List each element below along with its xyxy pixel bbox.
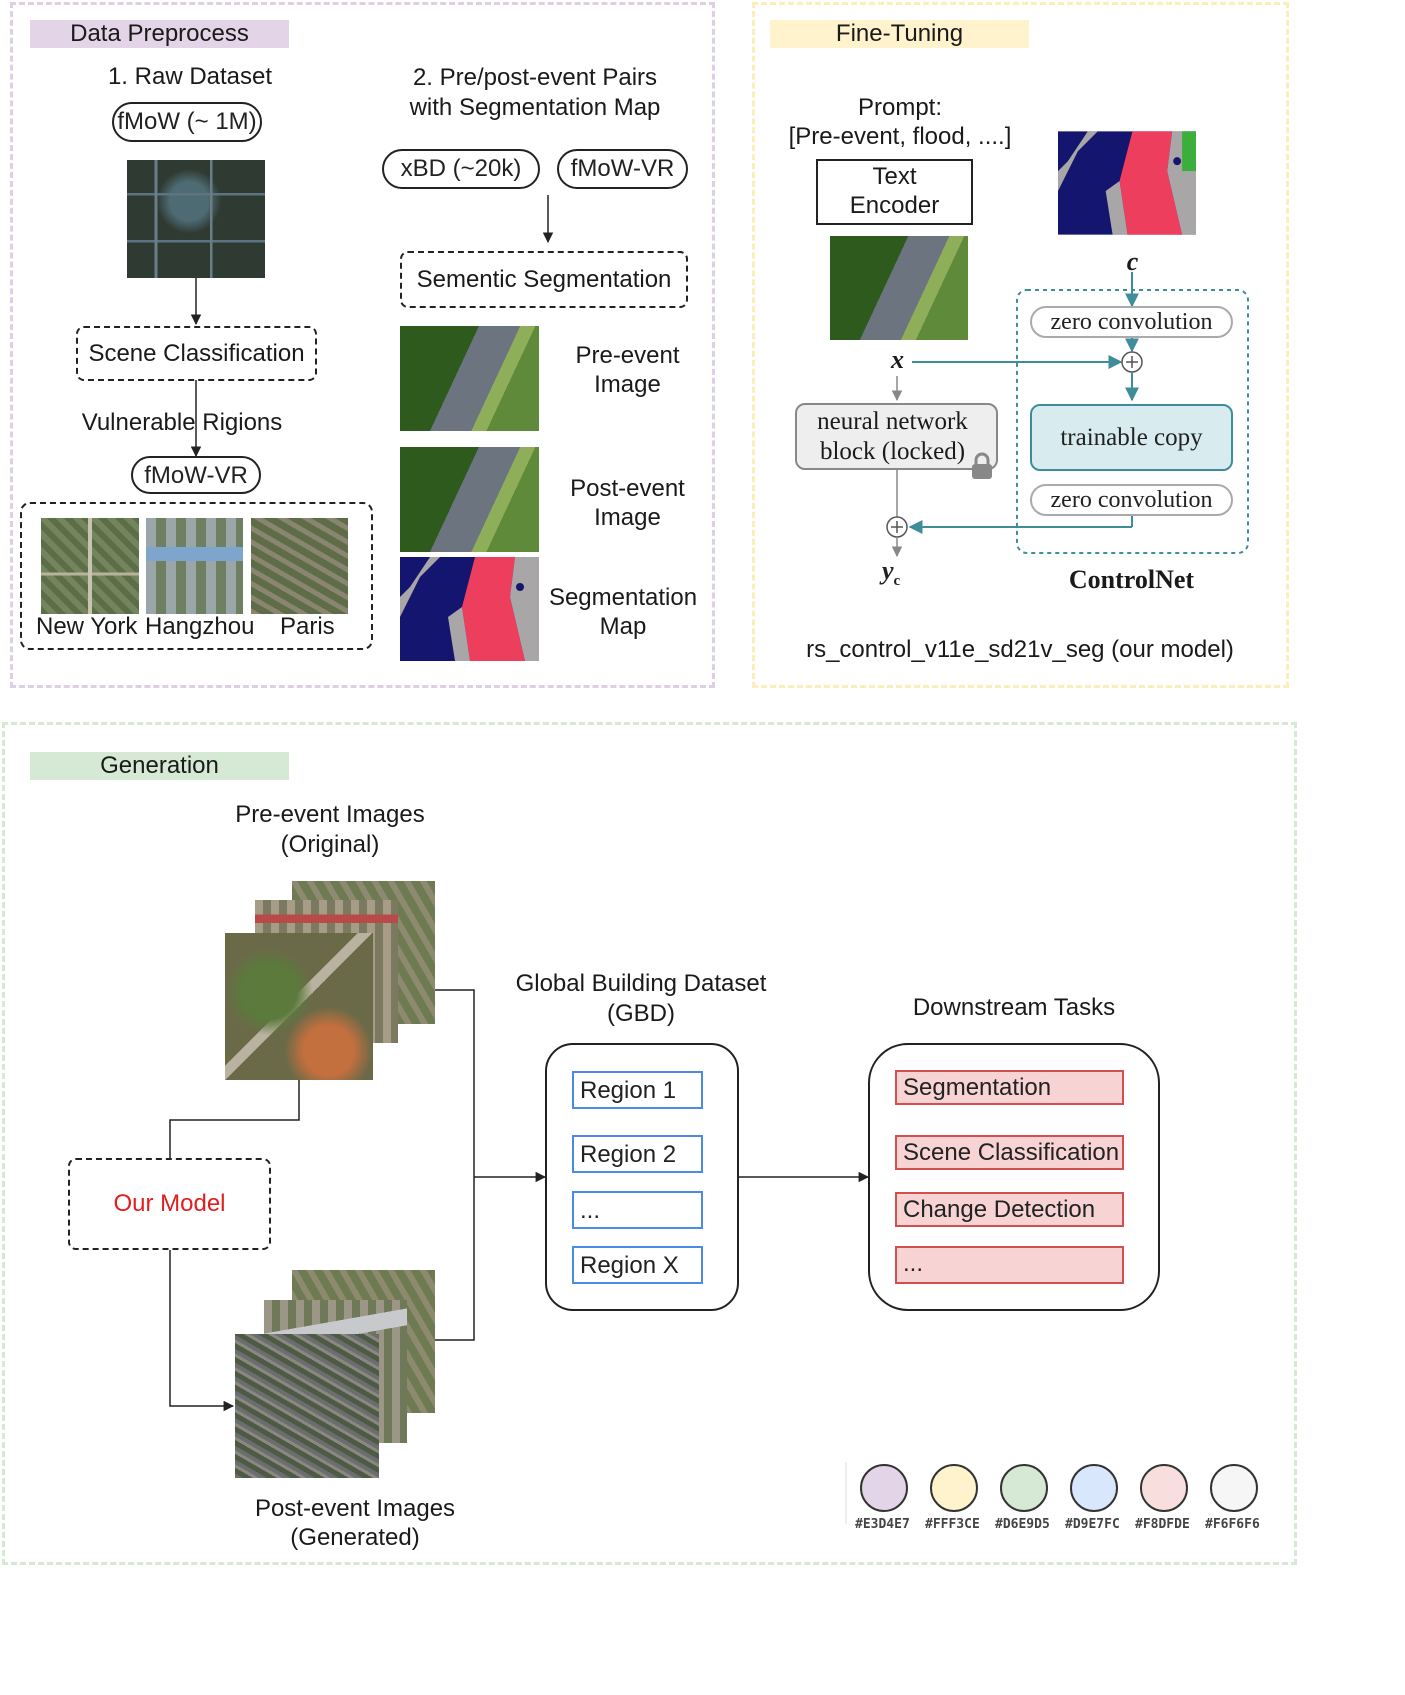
text-encoder-line2: Encoder bbox=[849, 192, 940, 219]
new-york-image bbox=[41, 518, 139, 614]
palette-swatch bbox=[1000, 1464, 1048, 1512]
task-item: Segmentation bbox=[895, 1070, 1124, 1105]
gbd-title-1: Global Building Dataset bbox=[515, 970, 767, 997]
raw-dataset-title: 1. Raw Dataset bbox=[107, 63, 273, 90]
neural-network-block bbox=[795, 403, 998, 470]
palette-swatch bbox=[1070, 1464, 1118, 1512]
palette-swatch bbox=[1210, 1464, 1258, 1512]
hangzhou-image bbox=[146, 518, 243, 614]
trainable-copy-block: trainable copy bbox=[1030, 404, 1233, 471]
semantic-segmentation-label: Sementic Segmentation bbox=[416, 266, 672, 293]
controlnet-label: ControlNet bbox=[1068, 565, 1195, 594]
downstream-tasks-title: Downstream Tasks bbox=[912, 994, 1116, 1021]
downstream-box bbox=[868, 1043, 1160, 1311]
semantic-segmentation-box bbox=[400, 251, 688, 308]
vulnerable-regions-label: Vulnerable Rigions bbox=[81, 409, 283, 436]
model-name-label: rs_control_v11e_sd21v_seg (our model) bbox=[806, 636, 1234, 663]
region-item: ... bbox=[572, 1191, 703, 1229]
preprocess-arrows bbox=[190, 195, 554, 458]
fmow-vr-pill-2: fMoW-VR bbox=[557, 149, 688, 189]
task-item: Scene Classification bbox=[895, 1135, 1124, 1170]
task-item: Change Detection bbox=[895, 1192, 1124, 1227]
region-item: Region 2 bbox=[572, 1135, 703, 1173]
fmow-vr-pill: fMoW-VR bbox=[131, 456, 261, 494]
scene-classification-box bbox=[76, 326, 317, 381]
generation-tag: Generation bbox=[30, 752, 289, 780]
post-event-label-2: Image bbox=[594, 504, 661, 531]
zero-convolution-top: zero convolution bbox=[1030, 306, 1233, 338]
generation-panel bbox=[2, 722, 1297, 1565]
pre-event-stack-front bbox=[225, 933, 373, 1080]
post-event-stack-front bbox=[235, 1334, 379, 1478]
palette-label: #D9E7FC bbox=[1065, 1517, 1120, 1532]
palette-swatch bbox=[860, 1464, 908, 1512]
pre-event-label-2: Image bbox=[594, 371, 661, 398]
prompt-line2: [Pre-event, flood, ....] bbox=[788, 123, 1012, 150]
fine-tuning-panel bbox=[752, 2, 1289, 688]
our-model-box bbox=[68, 1158, 271, 1250]
lock-icon bbox=[972, 452, 992, 479]
y-label-main: y bbox=[882, 556, 894, 585]
text-encoder-line1: Text bbox=[872, 163, 917, 190]
palette-label: #F6F6F6 bbox=[1205, 1517, 1260, 1532]
scene-classification-label: Scene Classification bbox=[88, 340, 305, 367]
data-preprocess-tag: Data Preprocess bbox=[30, 20, 289, 48]
y-label: yc bbox=[882, 556, 900, 596]
prompt-line1: Prompt: bbox=[857, 94, 943, 121]
data-preprocess-panel bbox=[10, 2, 715, 688]
paris-image bbox=[251, 518, 348, 614]
city-new-york: New York bbox=[36, 613, 138, 640]
controlnet-diagram bbox=[886, 272, 1249, 558]
raw-satellite-image bbox=[127, 160, 265, 278]
generation-connectors bbox=[169, 989, 870, 1412]
fine-tuning-tag: Fine-Tuning bbox=[770, 20, 1029, 48]
nn-block-line2: block (locked) bbox=[819, 438, 966, 465]
post-event-images-title-2: (Generated) bbox=[290, 1524, 420, 1551]
city-paris: Paris bbox=[280, 613, 335, 640]
pre-event-images-title-2: (Original) bbox=[280, 831, 380, 858]
region-item: Region 1 bbox=[572, 1071, 703, 1109]
gbd-title-2: (GBD) bbox=[607, 1000, 675, 1027]
palette-swatch bbox=[930, 1464, 978, 1512]
y-label-sub: c bbox=[893, 573, 901, 590]
fine-tune-river-image bbox=[830, 236, 968, 340]
post-event-image bbox=[400, 447, 539, 552]
palette-label: #FFF3CE bbox=[925, 1517, 980, 1532]
nn-block-line1: neural network bbox=[817, 408, 968, 435]
condition-segmentation-image bbox=[1058, 131, 1196, 235]
segmentation-map-label-1: Segmentation bbox=[548, 584, 698, 611]
gbd-box bbox=[545, 1043, 739, 1311]
post-event-images-title-1: Post-event Images bbox=[254, 1495, 456, 1522]
text-encoder-box bbox=[816, 159, 973, 225]
palette-divider bbox=[845, 1462, 847, 1524]
post-event-label-1: Post-event bbox=[570, 475, 685, 502]
pre-event-images-title-1: Pre-event Images bbox=[235, 801, 425, 828]
xbd-pill: xBD (~20k) bbox=[382, 149, 540, 189]
fmow-pill: fMoW (~ 1M) bbox=[112, 102, 262, 142]
region-item: Region X bbox=[572, 1246, 703, 1284]
city-hangzhou: Hangzhou bbox=[145, 613, 255, 640]
x-label: x bbox=[891, 345, 904, 374]
task-item: ... bbox=[895, 1246, 1124, 1284]
zero-convolution-bottom: zero convolution bbox=[1030, 484, 1233, 516]
palette-label: #F8DFDE bbox=[1135, 1517, 1190, 1532]
cities-box bbox=[20, 502, 373, 650]
pre-event-label-1: Pre-event bbox=[575, 342, 680, 369]
segmentation-map-image bbox=[400, 557, 539, 661]
palette-swatch bbox=[1140, 1464, 1188, 1512]
segmentation-map-label-2: Map bbox=[599, 613, 647, 640]
our-model-label: Our Model bbox=[113, 1190, 226, 1217]
pre-event-image bbox=[400, 326, 539, 431]
pairs-title-line1: 2. Pre/post-event Pairs bbox=[412, 64, 658, 91]
palette-label: #E3D4E7 bbox=[855, 1517, 910, 1532]
pairs-title-line2: with Segmentation Map bbox=[409, 94, 661, 121]
c-label: c bbox=[1126, 247, 1139, 276]
palette-label: #D6E9D5 bbox=[995, 1517, 1050, 1532]
